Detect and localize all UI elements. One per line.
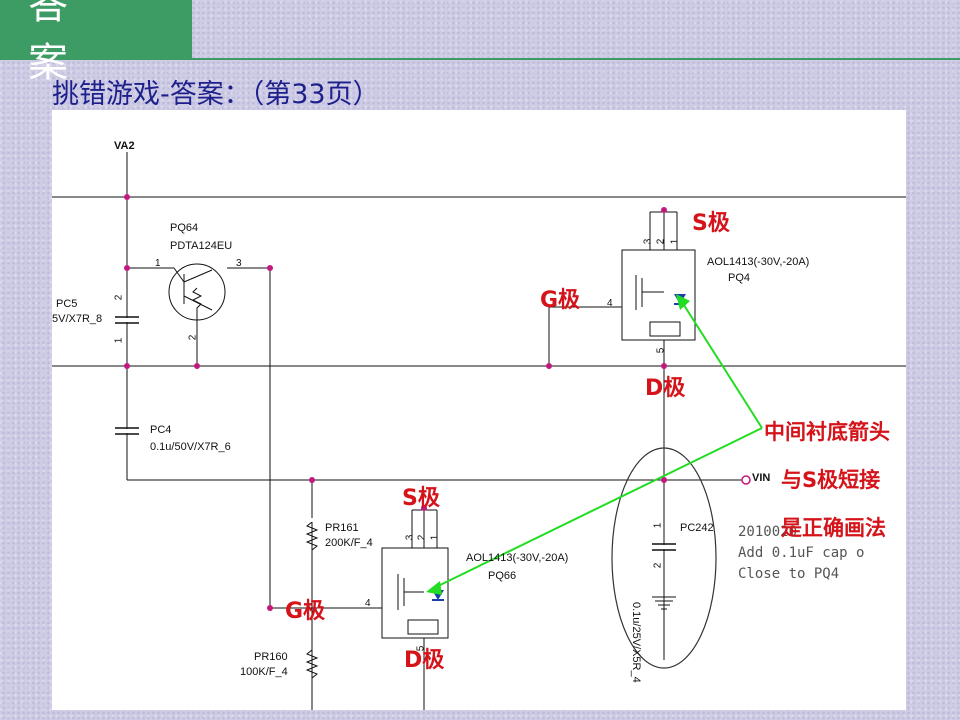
pin-label: 1: [429, 534, 441, 541]
pq64-part: PDTA124EU: [170, 240, 233, 252]
pq66-ref: PQ66: [488, 570, 517, 582]
s-pole-label-top: S极: [692, 211, 730, 236]
title-underline: [192, 58, 960, 60]
s-pole-label-bottom: S极: [402, 486, 440, 511]
pq4-part: AOL1413(-30V,-20A): [707, 256, 810, 268]
pin-label: 1: [669, 238, 681, 245]
net-vin-label: VIN: [752, 472, 771, 484]
pin-label: 4: [607, 298, 613, 309]
pin-label: 2: [655, 238, 667, 245]
pin-label: 1: [113, 337, 125, 344]
pin-label: 4: [365, 598, 371, 609]
schematic-canvas: VA2 VIN PQ64 PDTA124EU PC5 5V/X7R_8 PC4 …: [52, 110, 906, 710]
pin-label: 2: [113, 294, 125, 301]
pc5-value: 5V/X7R_8: [52, 313, 103, 325]
d-pole-label-top: D极: [645, 376, 686, 401]
pr160-ref: PR160: [254, 651, 288, 663]
pc4-ref: PC4: [150, 424, 172, 436]
net-va2-label: VA2: [114, 140, 135, 152]
pr161-ref: PR161: [325, 522, 359, 534]
pin-label: 1: [652, 522, 664, 529]
pq66-part: AOL1413(-30V,-20A): [466, 552, 569, 564]
g-pole-label-bottom: G极: [285, 599, 326, 624]
slide-subtitle: 挑错游戏-答案：（第33页）: [52, 79, 380, 110]
callout-line-3: 是正确画法: [781, 516, 886, 540]
pin-label: 2: [652, 562, 664, 569]
callout-line-2: 与S极短接: [781, 468, 881, 492]
pr160-value: 100K/F_4: [240, 666, 288, 678]
slide-title: 答 案: [28, 0, 96, 86]
pc5-ref: PC5: [56, 298, 78, 310]
g-pole-label-top: G极: [540, 288, 581, 313]
pr161-value: 200K/F_4: [325, 537, 373, 549]
pin-label: 3: [404, 534, 416, 541]
callout-line-1: 中间衬底箭头: [764, 420, 890, 444]
slide-title-tab: 答 案: [0, 0, 192, 86]
pin-label: 1: [155, 258, 161, 269]
pin-label: 5: [655, 347, 667, 354]
pin-label: 2: [416, 534, 428, 541]
pq4-ref: PQ4: [728, 272, 751, 284]
pin-label: 3: [236, 258, 242, 269]
note-line-3: Close to PQ4: [738, 566, 840, 582]
pc242-ref: PC242: [680, 522, 714, 534]
note-line-1: 2010020: [738, 524, 798, 540]
pc4-value: 0.1u/50V/X7R_6: [150, 441, 231, 453]
note-line-2: Add 0.1uF cap o: [738, 545, 865, 561]
pc242-value: 0.1u/25V/X5R_4: [630, 602, 642, 683]
d-pole-label-bottom: D极: [404, 648, 445, 673]
pq64-ref: PQ64: [170, 222, 199, 234]
pin-label: 2: [187, 334, 199, 341]
pin-label: 3: [642, 238, 654, 245]
schematic-wiring: [52, 152, 906, 710]
